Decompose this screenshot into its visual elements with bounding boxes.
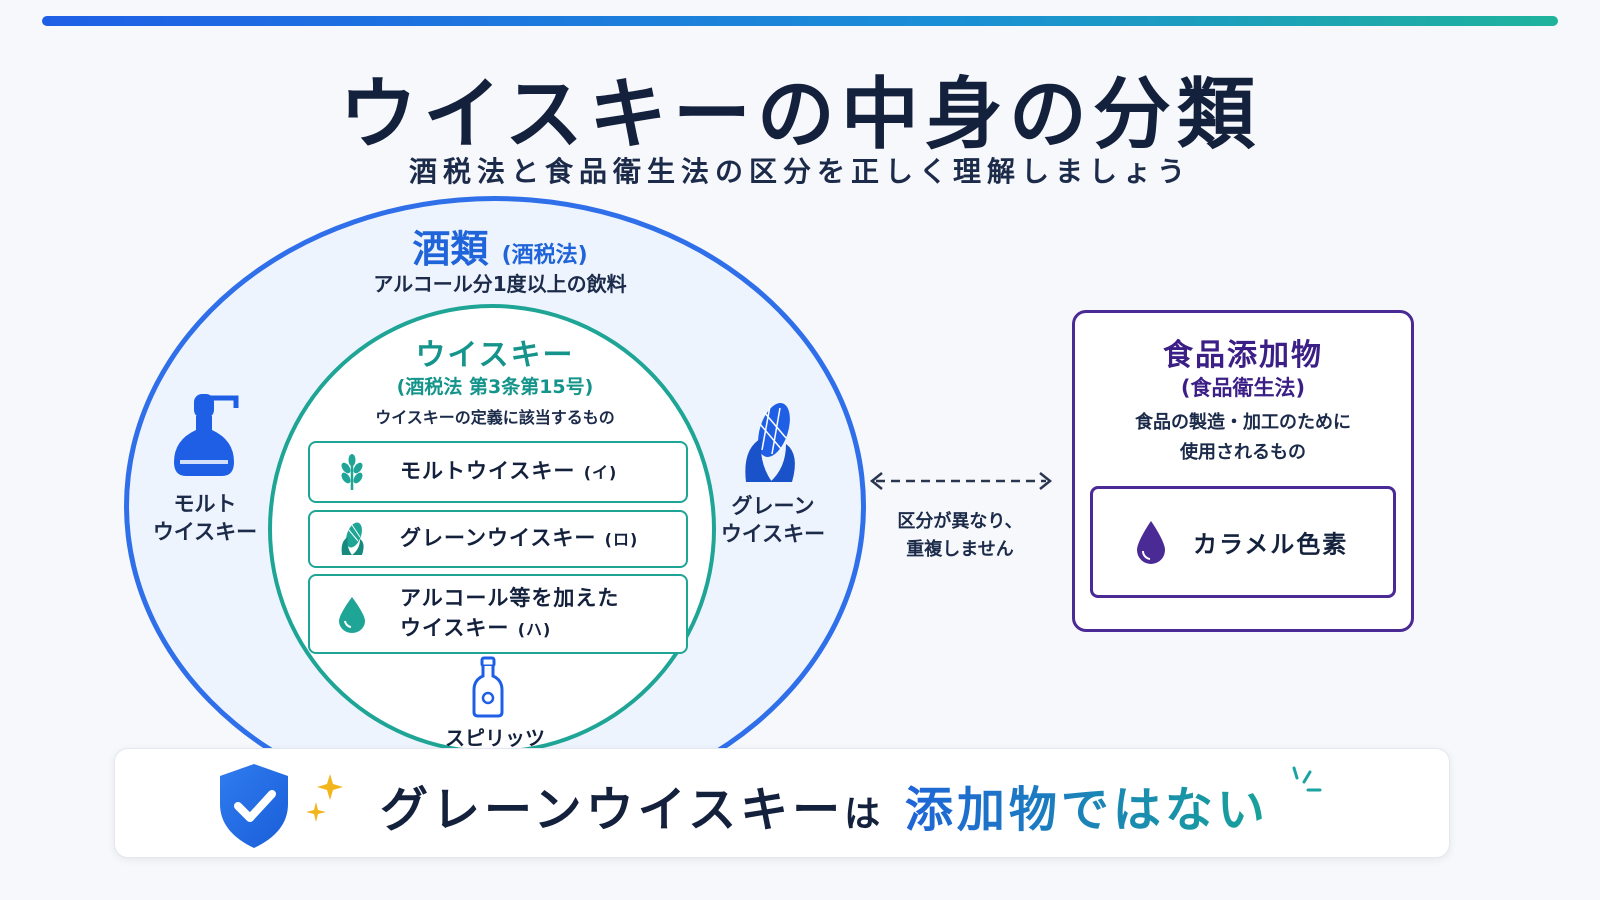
liquor-law: (酒税法)	[501, 243, 588, 268]
grain-label-line2: ウイスキー	[720, 522, 826, 546]
whisky-item-mark: (ロ)	[604, 530, 639, 549]
conclusion-emphasis: 添加物ではない	[904, 782, 1269, 838]
emphasis-lines-icon	[1292, 766, 1322, 792]
bottle-icon	[472, 656, 504, 718]
caramel-label: カラメル色素	[1193, 530, 1349, 559]
sparkle-icon	[306, 774, 343, 822]
additive-law: (食品衛生法)	[1180, 376, 1306, 400]
top-accent-bar	[42, 16, 1558, 26]
conclusion-particle: は	[844, 794, 885, 835]
wheat-icon	[341, 454, 363, 490]
spirits-label: スピリッツ	[445, 726, 545, 750]
liquor-description: アルコール分1度以上の飲料	[373, 272, 627, 296]
separator-note: 区分が異なり、 重複しません	[880, 508, 1040, 564]
additive-desc-line1: 食品の製造・加工のために	[1135, 412, 1351, 433]
conclusion-text: グレーンウイスキーは 添加物ではない	[380, 770, 1269, 840]
separator-line2: 重複しません	[906, 539, 1014, 560]
corn-cob-icon	[745, 403, 795, 482]
whisky-item-text: グレーンウイスキー	[400, 526, 597, 550]
additive-desc-line2: 使用されるもの	[1180, 442, 1306, 463]
whisky-title: ウイスキー	[415, 338, 575, 373]
page-subtitle: 酒税法と食品衛生法の区分を正しく理解しましょう	[408, 155, 1191, 188]
whisky-item-blended: アルコール等を加えた ウイスキー (ハ)	[308, 574, 688, 654]
whisky-item-mark: (ハ)	[517, 620, 552, 639]
grain-label-line1: グレーン	[731, 494, 815, 518]
whisky-definition: ウイスキーの定義に該当するもの	[375, 408, 615, 427]
whisky-item-grain: グレーンウイスキー (ロ)	[308, 510, 688, 568]
shield-check-icon	[220, 764, 288, 848]
conclusion-banner	[114, 748, 1450, 858]
malt-whisky-label: モルト ウイスキー	[140, 490, 270, 546]
whisky-item-text-line1: アルコール等を加えた	[400, 586, 620, 610]
droplet-icon	[339, 597, 365, 633]
pot-still-icon	[174, 394, 239, 476]
caramel-card: カラメル色素	[1090, 486, 1396, 598]
grain-whisky-label: グレーン ウイスキー	[708, 492, 838, 548]
whisky-law: (酒税法 第3条第15号)	[396, 376, 594, 398]
page-title: ウイスキーの中身の分類	[339, 70, 1261, 160]
whisky-item-mark: (イ)	[583, 463, 618, 482]
whisky-item-malt: モルトウイスキー (イ)	[308, 441, 688, 503]
conclusion-subject: グレーンウイスキー	[380, 782, 845, 838]
malt-label-line2: ウイスキー	[152, 520, 258, 544]
purple-droplet-icon	[1137, 521, 1165, 564]
whisky-item-label: モルトウイスキー (イ)	[400, 456, 617, 488]
corn-icon	[341, 522, 364, 555]
whisky-item-text: モルトウイスキー	[400, 459, 576, 483]
additive-description: 食品の製造・加工のために 使用されるもの	[1072, 408, 1414, 468]
whisky-item-label: アルコール等を加えた ウイスキー (ハ)	[400, 583, 619, 645]
liquor-title: 酒類 (酒税法)	[320, 218, 680, 273]
whisky-item-label: グレーンウイスキー (ロ)	[400, 523, 638, 555]
liquor-title-text: 酒類	[412, 227, 489, 271]
double-arrow-icon	[869, 472, 1053, 490]
additive-title: 食品添加物	[1163, 338, 1323, 373]
separator-line1: 区分が異なり、	[897, 511, 1023, 532]
whisky-item-text-line2: ウイスキー	[400, 616, 510, 640]
malt-label-line1: モルト	[173, 492, 237, 516]
